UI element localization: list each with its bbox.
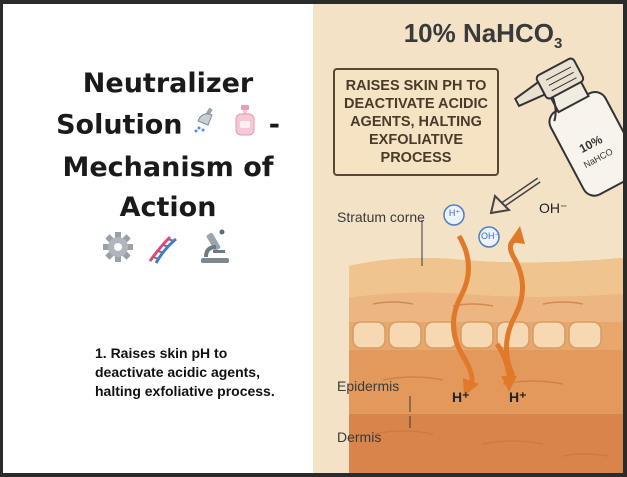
gear-icon (103, 232, 133, 262)
left-panel: Neutralizer Solution (3, 4, 313, 473)
oh-label: OH⁻ (539, 200, 568, 216)
h-ion-bottom-1: H⁺ (452, 389, 470, 405)
title-line-3: Mechanism of (62, 152, 274, 183)
title-dash: - (268, 109, 280, 141)
spray-arrow (489, 177, 541, 215)
title-word-solution: Solution (56, 109, 183, 141)
stratum-corneum-label: Stratum corne (337, 209, 425, 225)
slide: Neutralizer Solution (3, 4, 623, 473)
slide-title: Neutralizer Solution (23, 64, 313, 228)
formula-text: 10% NaHCO (403, 18, 554, 48)
h-ion-label: H⁺ (448, 208, 461, 218)
skin-cross-section (349, 258, 623, 473)
oh-ion-bubble (478, 226, 500, 248)
title-icon-row (98, 227, 248, 267)
shower-icon (192, 105, 222, 147)
upward-arrow (503, 226, 526, 378)
illustration-graphics: 10% NaHCO (349, 57, 623, 473)
spray-bottle (513, 57, 623, 197)
title-line-1: Neutralizer (82, 68, 254, 99)
mechanism-box: RAISES SKIN pH TO DEACTIVATE ACIDIC AGEN… (333, 68, 499, 176)
bullet-text: 1. Raises skin pH to deactivate acidic a… (95, 345, 275, 399)
downward-arrow (450, 234, 479, 396)
microscope-icon (201, 229, 229, 263)
lower-arrow (494, 342, 517, 392)
epidermis-label: Epidermis (337, 378, 400, 394)
lotion-bottle-icon (231, 104, 259, 148)
oh-ion-label: OH⁻ (481, 231, 500, 241)
title-line-4: Action (119, 192, 217, 223)
h-ion-bubble (443, 204, 465, 226)
formula-subscript: 3 (553, 35, 563, 53)
illustration-panel: 10% NaHCO (313, 4, 623, 473)
dermis-label: Dermis (337, 429, 382, 445)
dna-icon (148, 235, 177, 264)
title-line-2: Solution (23, 104, 313, 148)
h-ion-bottom-2: H⁺ (509, 389, 527, 405)
formula-title: 10% NaHCO3 (383, 18, 583, 52)
